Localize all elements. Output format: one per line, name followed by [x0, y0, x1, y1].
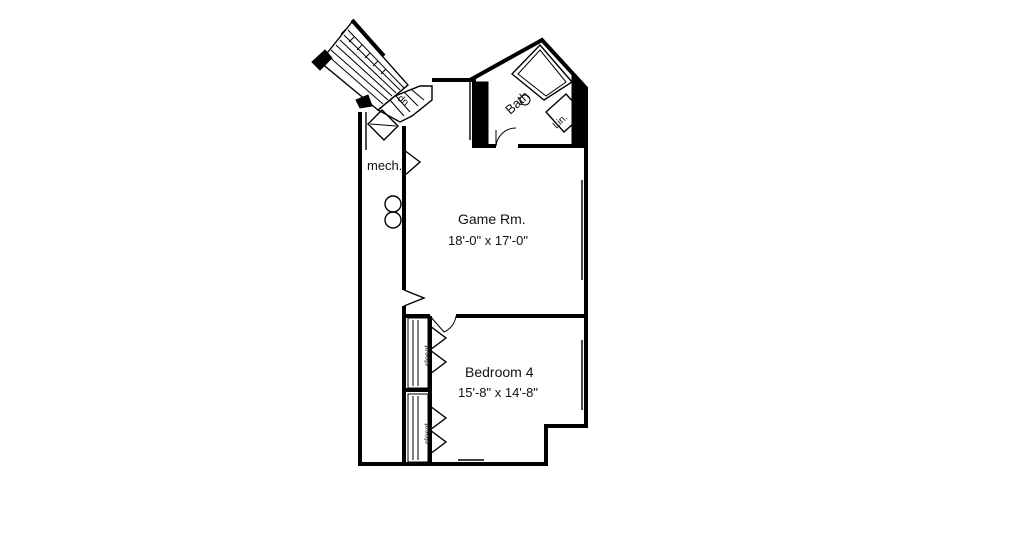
mechanical-room: mech.: [358, 109, 426, 466]
game-room-dimensions: 18'-0" x 17'-0": [448, 233, 528, 248]
closets: closet closet: [404, 317, 448, 463]
stair-label: dn: [395, 93, 411, 109]
game-room: Game Rm. 18'-0" x 17'-0": [448, 146, 588, 316]
bedroom-4-dimensions: 15'-8" x 14'-8": [458, 385, 538, 400]
bath-label: Bath: [502, 88, 532, 117]
bath-room: Bath Lin.: [473, 43, 587, 147]
partition-wall: [404, 314, 586, 333]
closet-upper-label: closet: [423, 344, 432, 366]
bedroom-4-name: Bedroom 4: [465, 364, 534, 380]
closet-lower-label: closet: [423, 422, 432, 444]
game-room-name: Game Rm.: [458, 211, 526, 227]
mech-label: mech.: [367, 158, 402, 173]
staircase: dn: [311, 18, 433, 123]
bedroom-4: Bedroom 4 15'-8" x 14'-8": [408, 316, 588, 466]
